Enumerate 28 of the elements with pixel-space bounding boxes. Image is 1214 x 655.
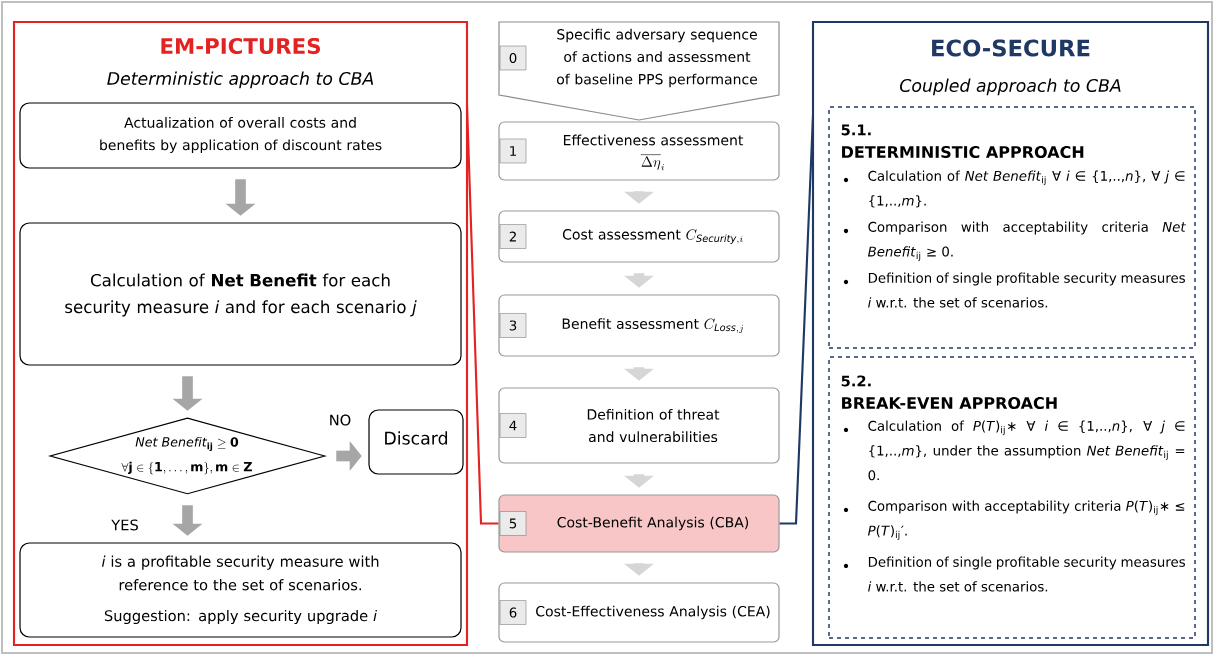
edge-label: YES (109, 518, 141, 532)
process-box: Actualization of overall costs and benefits by application of discount rates (19, 102, 462, 169)
panel-title: EM-PICTURES (161, 37, 320, 55)
step-number: 6 (499, 600, 527, 625)
panel-title: ECO-SECURE (932, 39, 1090, 57)
step-box: 2 Cost assessment $C_{\mathit{Security},i}$ (498, 210, 780, 263)
step-number: 4 (499, 413, 527, 438)
connector-line (779, 114, 815, 525)
step-number: 1 (499, 138, 527, 164)
step-number: 0 (499, 45, 527, 71)
step-box: 5 Cost-Benefit Analysis (CBA) (498, 494, 780, 553)
process-box: Calculation of Net Benefit for each security measure i and for each scenario j (19, 222, 462, 366)
chevron-box: 0 Specific adversary sequence of actions and assessment of baseline PPS performance (498, 21, 780, 121)
panel-subtitle: Deterministic approach to CBA (107, 71, 374, 89)
step-box: 1 Effectiveness assessment $\overline{\Delta\eta}_{i}$ (498, 121, 780, 181)
process-box: Discard (368, 409, 464, 475)
step-box: 3 Benefit assessment $C_{\mathit{Loss},j}$ (498, 294, 780, 357)
approach-box: 5.1. DETERMINISTIC APPROACH Calculation of Net Benefit$_{ij}$ ∀ i ∈ {1,..,n}, ∀ j ∈ {1,..,m}. Comparison with acceptability criteria Net Benefit$_{ij}$ ≥ 0. Definition of single profitable security measures i w.r.t. the set of scenarios. (828, 106, 1196, 349)
step-number: 3 (499, 313, 527, 338)
step-number: 2 (499, 224, 527, 249)
step-box: 4 Definition of threat and vulnerabilities (498, 387, 780, 464)
approach-box: 5.2. BREAK-EVEN APPROACH Calculation of P(T)$_{ij}$∗ ∀ i ∈ {1,..,n}, ∀ j ∈ {1,..,m}, under the assumption Net Benefit$_{ij}$ = 0. Comparison with acceptability criteria P(T)$_{ij}$∗ ≤ P(T)$_{ij}$′. Definition of single profitable security measures i w.r.t. the set of scenarios. (828, 356, 1196, 639)
panel-subtitle: Coupled approach to CBA (900, 78, 1121, 96)
step-number: 5 (499, 511, 527, 536)
connector-line (465, 104, 499, 525)
edge-label: NO (327, 413, 353, 427)
process-box: i is a profitable security measure with reference to the set of scenarios. Suggestion: apply security upgrade i (19, 542, 462, 638)
step-box: 6 Cost-Effectiveness Analysis (CEA) (498, 582, 780, 643)
